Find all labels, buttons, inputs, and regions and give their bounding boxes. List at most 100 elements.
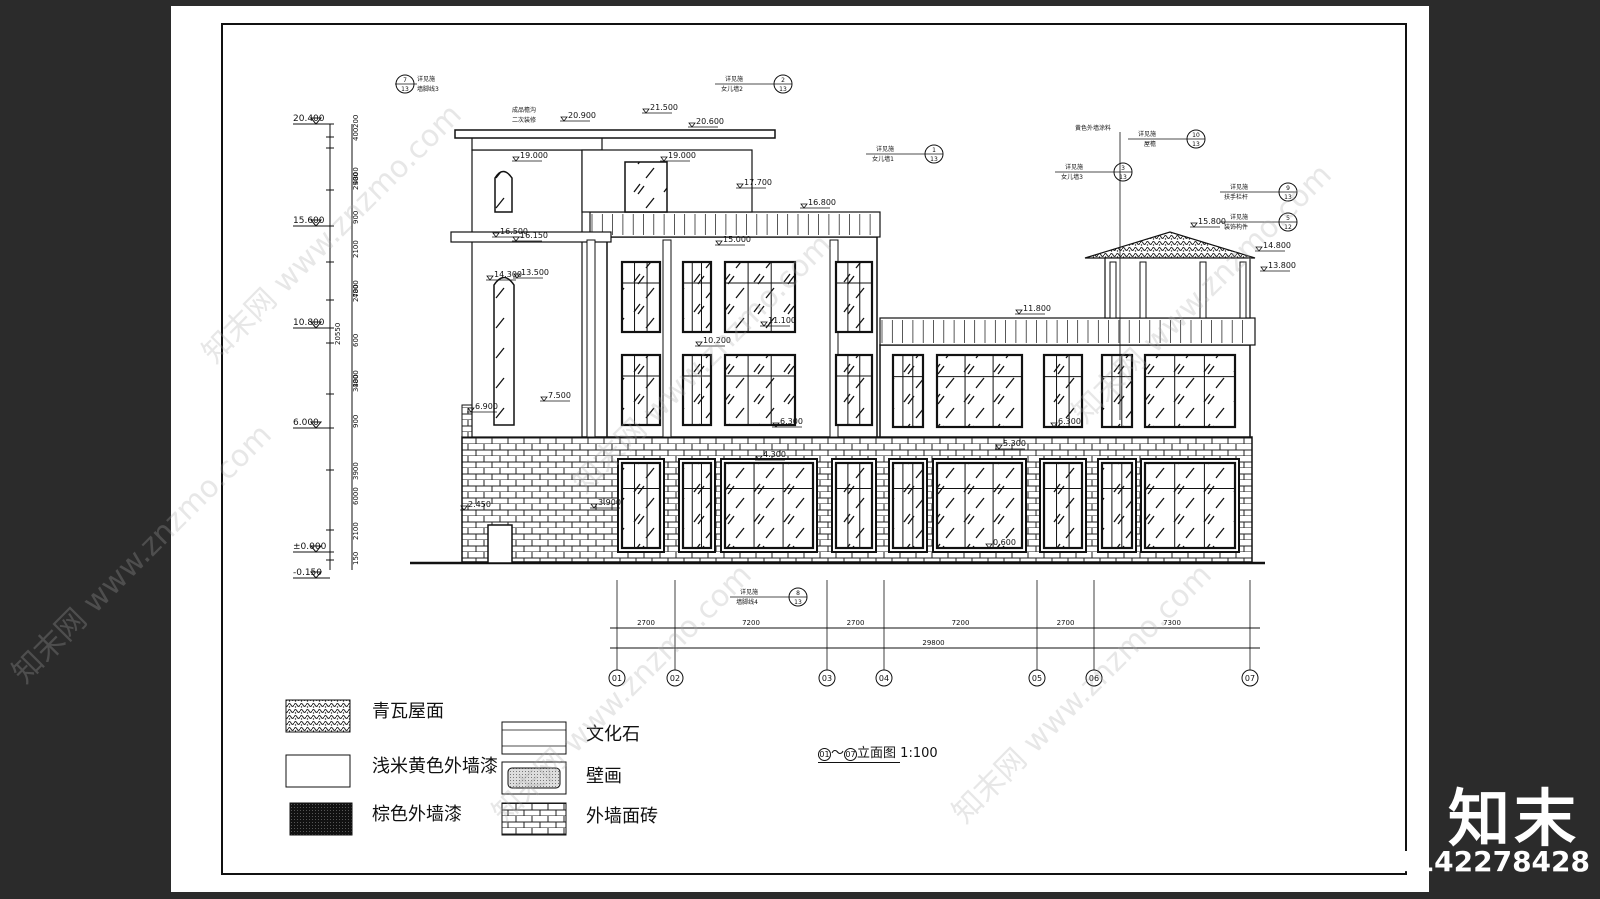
elevation-marker	[688, 122, 696, 128]
callout-number: 2	[781, 77, 785, 84]
drawing-frame	[221, 23, 1407, 875]
dimension-text: 3900	[352, 462, 360, 480]
elevation-marker	[492, 232, 500, 238]
callout-number: 9	[1286, 185, 1290, 192]
elevation-left-label: ±0.000	[293, 542, 327, 552]
elevation-marker	[772, 422, 780, 428]
window-2f	[935, 353, 1024, 429]
elevation-mark-label: 2.450	[468, 500, 491, 509]
window-2f	[1100, 353, 1134, 429]
left-cornice	[450, 231, 612, 243]
window-3f	[681, 260, 713, 334]
callout-top-text: 详见施	[1230, 183, 1248, 191]
elevation-mark-label: 16.500	[500, 227, 528, 236]
dimension-text: 600	[352, 334, 360, 347]
window-3f	[723, 260, 797, 334]
elevation-mark-label: 6.300	[780, 417, 803, 426]
window-1f	[723, 461, 815, 550]
window-1f	[1042, 461, 1084, 550]
pilaster	[662, 239, 672, 438]
elevation-marker	[467, 407, 475, 413]
pilaster	[586, 239, 596, 438]
elevation-left-label: 15.600	[293, 216, 325, 226]
elevation-mark-label: 20.600	[696, 117, 724, 126]
main-roof-parapet	[589, 211, 881, 238]
elevation-mark-label: 10.200	[703, 336, 731, 345]
dimension-text: 150	[352, 552, 360, 565]
elevation-marker	[513, 273, 521, 279]
pavilion-body	[1104, 257, 1251, 319]
pavilion-column	[1139, 261, 1147, 319]
elevation-marker	[1260, 266, 1268, 272]
callout-bottom-text: 墙脚线3	[417, 85, 439, 93]
elevation-mark-label: 4.300	[763, 450, 786, 459]
elevation-mark-label: 19.000	[668, 151, 696, 160]
callout-sheet: 13	[1119, 174, 1127, 181]
elevation-mark-label: 6.900	[475, 402, 498, 411]
elevation-marker	[1015, 309, 1023, 315]
dimension-text: 900	[352, 211, 360, 224]
top-floor-window	[624, 161, 668, 213]
legend-wall-tile-swatch	[501, 802, 567, 836]
grid-axis-label: 07	[1245, 674, 1255, 683]
window-3f	[620, 260, 662, 334]
legend-culture-stone-label: 文化石	[586, 724, 640, 745]
elevation-marker	[736, 183, 744, 189]
callout-number: 1	[932, 147, 936, 154]
callout-sheet: 13	[779, 86, 787, 93]
elevation-mark-label: 11.800	[1023, 304, 1051, 313]
elevation-mark-label: 0.600	[993, 538, 1016, 547]
top-roof-slab	[454, 129, 776, 139]
pavilion-column	[1239, 261, 1247, 319]
dimension-text: 2700	[352, 284, 360, 302]
elevation-mark-label: 7.500	[548, 391, 571, 400]
elevation-mark-label: 20.900	[568, 111, 596, 120]
elevation-marker	[800, 203, 808, 209]
grid-axis-label: 05	[1032, 674, 1042, 683]
callout-top-text: 详见施	[1230, 213, 1248, 221]
upper-arched-window	[494, 170, 513, 213]
elevation-marker	[715, 240, 723, 246]
window-1f	[1100, 461, 1134, 550]
brand-id: ID: 1142278428	[1340, 845, 1590, 878]
note-downpipe: 二次装修	[512, 116, 536, 124]
window-1f	[620, 461, 662, 550]
grid-axis-label: 01	[612, 674, 622, 683]
grid-axis-label: 03	[822, 674, 832, 683]
callout-top-text: 详见施	[417, 75, 435, 83]
window-2f	[1143, 353, 1237, 429]
window-1f	[935, 461, 1024, 550]
window-2f	[681, 353, 713, 427]
legend-brown-paint-swatch	[289, 802, 353, 836]
dimension-text: 6000	[352, 487, 360, 505]
grid-axis-bubble	[608, 669, 626, 687]
callout-number: 8	[796, 590, 800, 597]
elevation-mark-label: 3.900	[598, 498, 621, 507]
pilaster	[829, 239, 839, 438]
grid-axis-label: 04	[879, 674, 889, 683]
legend-brown-paint-label: 棕色外墙漆	[372, 804, 462, 825]
elevation-mark-label: 14.300	[494, 270, 522, 279]
elevation-mark-label: 16.150	[520, 231, 548, 240]
grid-span-label: 2700	[1057, 619, 1075, 627]
grid-span-label: 2700	[637, 619, 655, 627]
pavilion-column	[1199, 261, 1207, 319]
dimension-text: 4800	[352, 280, 360, 298]
dimension-text: 2900	[352, 172, 360, 190]
grid-axis-label: 06	[1089, 674, 1099, 683]
grid-axis-bubble	[875, 669, 893, 687]
legend-light-beige-paint-swatch	[285, 754, 351, 788]
elevation-mark-label: 16.800	[808, 198, 836, 207]
elevation-title: 01～07立面图 1:100	[818, 742, 938, 763]
level-marker	[309, 219, 323, 227]
grid-axis-bubble	[1028, 669, 1046, 687]
note-cornice: 黄色外墙涂料	[1075, 124, 1111, 132]
elevation-marker	[1050, 422, 1058, 428]
window-2f	[834, 353, 874, 427]
elevation-mark-label: 21.500	[650, 103, 678, 112]
elevation-mark-label: 14.800	[1263, 241, 1291, 250]
title-label: 立面图	[857, 746, 897, 761]
grid-total-label: 29800	[922, 639, 944, 647]
legend-wall-tile-label: 外墙面砖	[586, 806, 658, 827]
callout-bottom-text: 屋檐	[1144, 140, 1156, 148]
